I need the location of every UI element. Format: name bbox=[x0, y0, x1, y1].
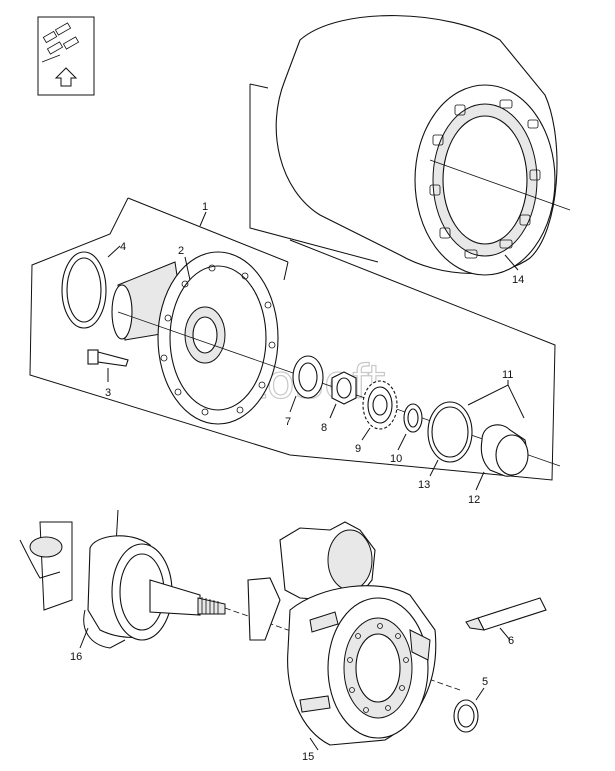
callout-13: 13 bbox=[418, 479, 430, 491]
hub-nut-part bbox=[331, 371, 357, 405]
cap-o-ring-part bbox=[427, 401, 473, 463]
callout-4: 4 bbox=[120, 241, 126, 253]
callout-3: 3 bbox=[105, 387, 111, 399]
callout-10: 10 bbox=[390, 453, 402, 465]
lock-washer-part bbox=[292, 355, 324, 399]
assembly-symbol-icon bbox=[37, 16, 95, 96]
callout-1: 1 bbox=[202, 201, 208, 213]
callout-7: 7 bbox=[285, 416, 291, 428]
grease-tube-part bbox=[465, 597, 547, 631]
snap-ring-part bbox=[403, 403, 423, 433]
callout-5: 5 bbox=[482, 676, 488, 688]
callout-11: 11 bbox=[502, 369, 513, 381]
callout-12: 12 bbox=[468, 494, 480, 506]
callout-15: 15 bbox=[302, 751, 314, 763]
up-arrow-icon bbox=[54, 67, 78, 87]
wheel-hub-part bbox=[111, 251, 279, 425]
callout-14: 14 bbox=[512, 274, 524, 286]
seal-ring-part bbox=[453, 699, 479, 733]
steering-knuckle-part bbox=[19, 521, 226, 649]
callout-2: 2 bbox=[178, 245, 184, 257]
callout-8: 8 bbox=[321, 422, 327, 434]
callout-6: 6 bbox=[508, 635, 514, 647]
callout-16: 16 bbox=[70, 651, 82, 663]
brake-drum-part bbox=[249, 15, 571, 276]
brake-assembly-part bbox=[247, 521, 437, 746]
callout-9: 9 bbox=[355, 443, 361, 455]
o-ring-part bbox=[61, 251, 107, 329]
hub-cap-part bbox=[480, 424, 529, 477]
wheel-stud-part bbox=[87, 349, 129, 367]
gear-part bbox=[362, 380, 398, 430]
